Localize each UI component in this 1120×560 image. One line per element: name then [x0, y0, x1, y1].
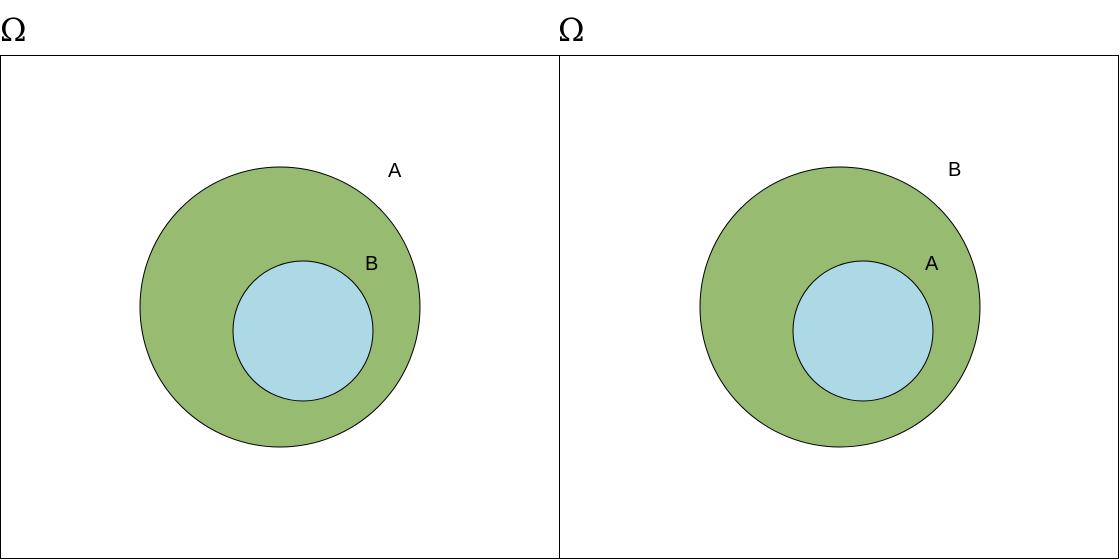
- right-outer-set-label: B: [948, 159, 961, 181]
- left-outer-set-label: A: [388, 160, 402, 182]
- right-inner-circle: [792, 260, 934, 402]
- left-panel: Ω A B: [0, 11, 560, 559]
- right-inner-set-label: A: [925, 253, 939, 275]
- right-universe-label: Ω: [558, 11, 585, 49]
- right-universe-frame: [559, 55, 1119, 559]
- right-panel: Ω B A: [558, 11, 1119, 559]
- left-universe-label: Ω: [0, 11, 27, 49]
- left-inner-set-label: B: [365, 253, 378, 275]
- left-inner-circle: [232, 260, 374, 402]
